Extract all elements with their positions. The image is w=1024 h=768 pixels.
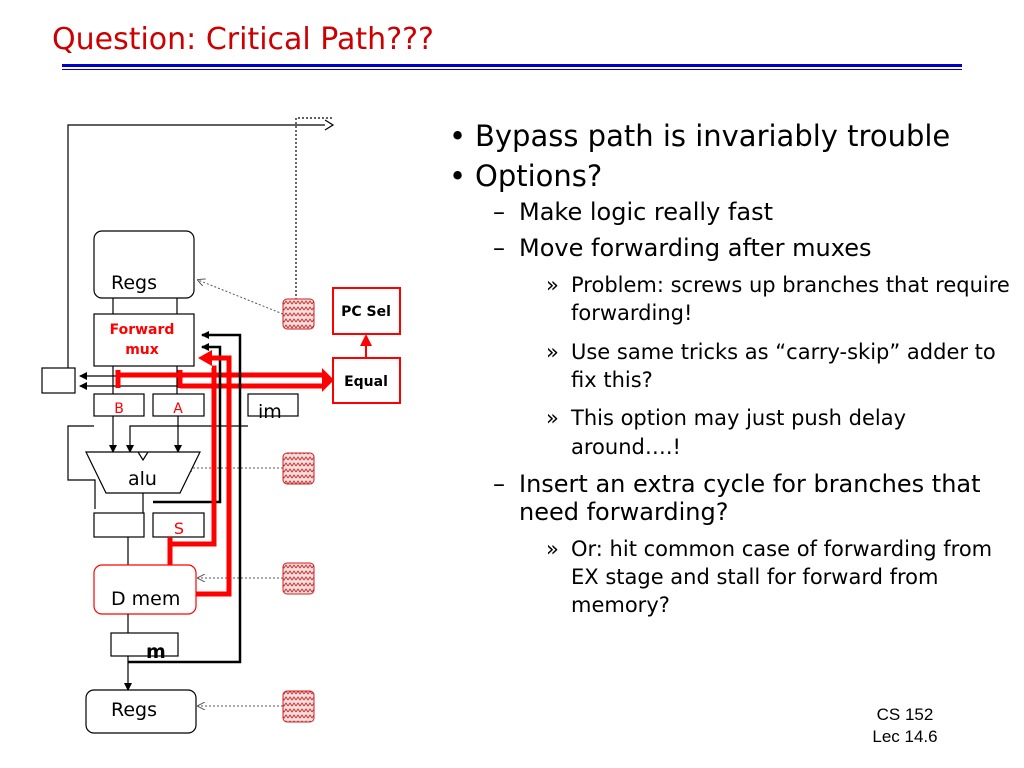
reg-m-label: m [146, 641, 166, 663]
forward-arrow-head-1 [198, 350, 212, 366]
bullet-item: •Options? [449, 158, 603, 193]
equal-label: Equal [344, 374, 388, 390]
dmem-box [93, 564, 197, 615]
reg-left-ex-box [93, 512, 145, 538]
title-underline [62, 64, 962, 71]
bullet-item: •Bypass path is invariably trouble [449, 119, 951, 153]
bullet-list: •Bypass path is invariably trouble •Opti… [445, 119, 1020, 630]
equal-arrow-head [322, 368, 334, 392]
alu-label: alu [128, 468, 157, 490]
stage-register-if [282, 298, 315, 330]
red-forwarding-paths [167, 355, 232, 597]
regs-top-label: Regs [111, 272, 157, 294]
branch-target-box [41, 367, 76, 394]
pc-sel-label: PC Sel [341, 304, 391, 320]
pc-sel-box [332, 287, 401, 335]
reg-a-label: A [173, 401, 183, 417]
regs-to-mux-wires [112, 298, 178, 314]
forward-mux-label-2: mux [125, 342, 159, 358]
stage-register-ex [282, 452, 315, 485]
equal-box [332, 357, 401, 404]
bullet-item: »Or: hit common case of forwarding from … [546, 536, 993, 618]
forwarding-feedback-wires [128, 331, 242, 664]
footer-course: CS 152 [876, 705, 934, 724]
stage-register-wb [282, 690, 315, 723]
bullet-item: »This option may just push delay around…… [546, 406, 907, 459]
bullet-item: –Make logic really fast [493, 198, 773, 227]
bullet-item: »Problem: screws up branches that requir… [546, 272, 1010, 326]
pipeline-diagram: Regs Forward mux PC Sel Equal [41, 117, 401, 734]
reg-b-label: B [114, 401, 124, 417]
forward-mux-box [93, 313, 195, 367]
dmem-label: D mem [111, 588, 180, 610]
regs-bottom-label: Regs [111, 699, 157, 721]
reg-s-box [152, 512, 205, 538]
control-signal-arrows [185, 280, 284, 706]
top-arrow-head [324, 119, 335, 131]
reg-m-box [110, 632, 179, 657]
reg-im-box [247, 393, 299, 417]
forward-mux-label-1: Forward [110, 322, 175, 338]
reg-b-box [93, 393, 145, 417]
bullet-item: –Insert an extra cycle for branches that… [493, 469, 981, 526]
bullet-item: »Use same tricks as “carry-skip” adder t… [546, 339, 996, 392]
slide-footer: CS 152 Lec 14.6 [860, 704, 950, 748]
alu-shape [85, 451, 201, 494]
bullet-item: –Move forwarding after muxes [493, 234, 872, 263]
reg-s-label: S [174, 519, 184, 538]
slide-title: Question: Critical Path??? [52, 22, 434, 57]
regs-top-box [93, 230, 195, 299]
stage-register-mem [282, 562, 315, 595]
reg-im-label: im [258, 401, 282, 423]
footer-lecture: Lec 14.6 [872, 727, 938, 747]
regs-bottom-box [85, 689, 197, 734]
alu-input-wires [67, 416, 248, 509]
